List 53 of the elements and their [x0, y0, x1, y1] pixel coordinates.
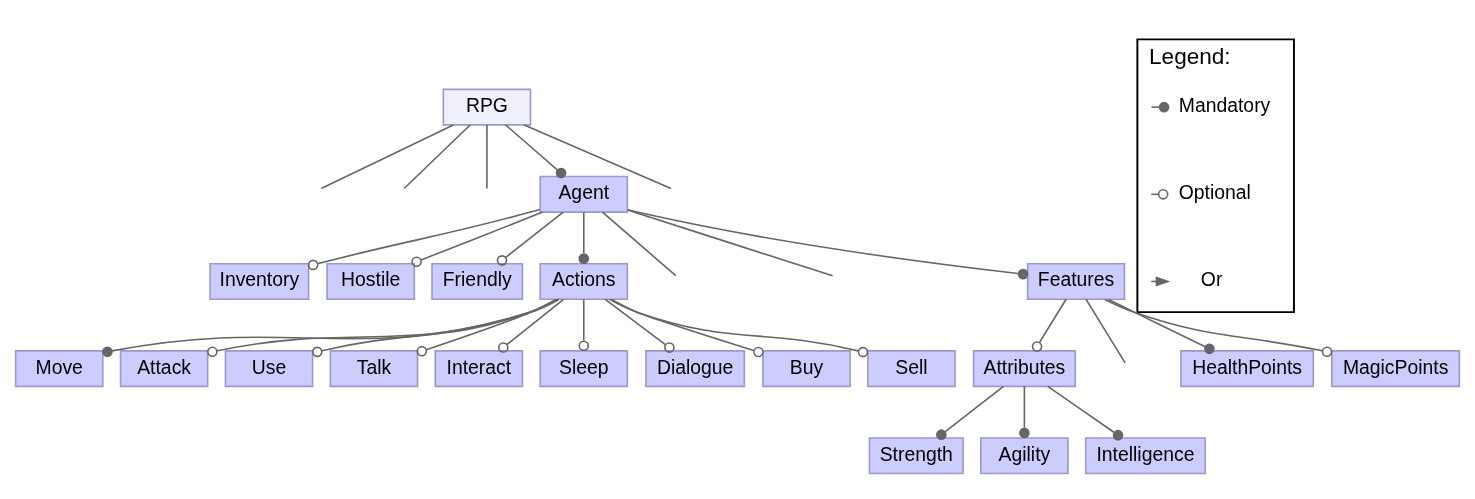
connector	[578, 297, 590, 351]
connector	[307, 208, 541, 270]
node-box: Use	[224, 349, 314, 387]
connector	[207, 298, 560, 357]
node-box: Attack	[119, 349, 209, 387]
connector	[1019, 385, 1030, 438]
connector	[1031, 297, 1067, 352]
node-box: Interact	[434, 349, 524, 387]
legend-label: Optional	[1178, 180, 1251, 203]
node-box: Sleep	[539, 349, 629, 387]
node-box: Strength	[868, 436, 964, 474]
legend-label: Or	[1200, 267, 1223, 290]
node-box: Sell	[867, 349, 956, 387]
node-box: Agent	[539, 175, 629, 213]
connector	[1085, 297, 1126, 364]
node-box: HealthPoints	[1180, 349, 1315, 387]
node-box: Attributes	[972, 349, 1077, 387]
connector	[604, 297, 675, 353]
connector	[608, 298, 869, 357]
connector	[416, 298, 557, 356]
connector	[610, 298, 764, 357]
node-box: MagicPoints	[1331, 349, 1461, 387]
connector	[1046, 385, 1124, 440]
node-box: Dialogue	[645, 349, 746, 387]
connector	[486, 123, 488, 189]
connector	[311, 298, 559, 357]
connector	[496, 210, 565, 266]
node-box: Talk	[329, 349, 419, 387]
node-box: Inventory	[209, 262, 310, 300]
connector	[497, 297, 565, 353]
connector	[627, 208, 1029, 279]
node-box: RPG	[442, 88, 532, 126]
connector	[626, 208, 834, 277]
connector	[578, 210, 590, 264]
connector	[1107, 298, 1215, 354]
connector	[601, 210, 677, 276]
connector	[1104, 298, 1333, 357]
legend-label: Mandatory	[1178, 93, 1271, 116]
node-box: Move	[14, 349, 104, 387]
node-box: Friendly	[431, 262, 524, 300]
node-box: Intelligence	[1084, 436, 1206, 474]
node-box: Agility	[980, 436, 1069, 474]
node-box: Buy	[762, 349, 851, 387]
connector	[411, 210, 544, 267]
node-box: Actions	[539, 262, 629, 300]
connector	[403, 123, 471, 189]
connector	[320, 123, 455, 189]
node-box: Hostile	[326, 262, 416, 300]
connector	[504, 123, 567, 178]
connector	[523, 123, 672, 189]
connector	[102, 298, 560, 357]
node-box: Features	[1026, 262, 1126, 300]
connector	[936, 385, 1005, 440]
